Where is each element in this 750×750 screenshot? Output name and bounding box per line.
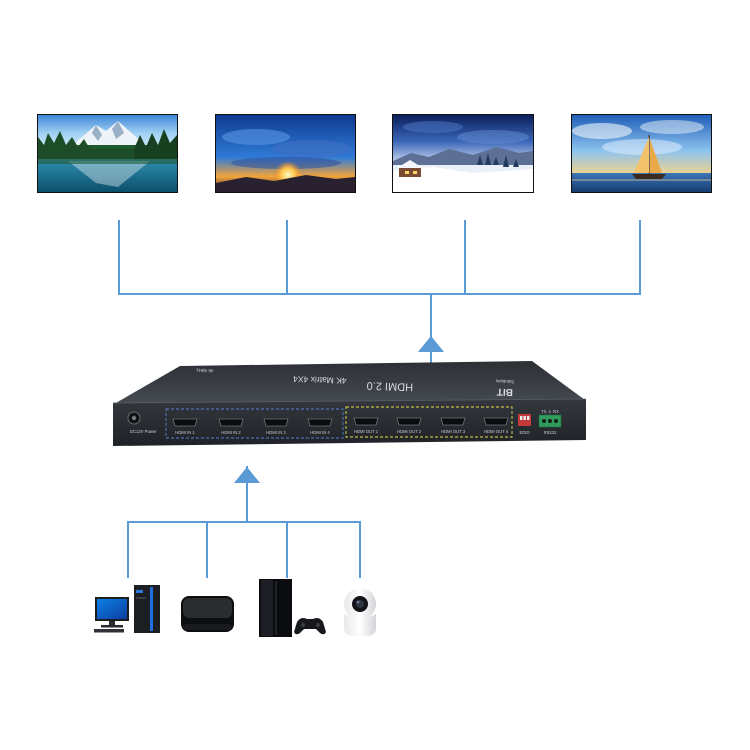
- device-front-panel: [113, 399, 586, 446]
- hdmi-port-icon: [172, 418, 198, 427]
- device-top-panel: [114, 361, 585, 404]
- edid-dip-switch: EDID: [518, 414, 531, 435]
- hdmi-out-3: HDMI OUT 3: [440, 417, 466, 434]
- hdmi-out-4-label: HDMI OUT 4: [484, 429, 509, 434]
- hdmi-port-icon: [218, 418, 244, 427]
- output-port-group: [345, 406, 513, 438]
- device-badge: 4K 60Hz: [195, 368, 213, 374]
- hdmi-port-icon: [263, 418, 289, 427]
- hdmi-out-2-label: HDMI OUT 2: [397, 429, 422, 434]
- hdmi-port-icon: [396, 417, 422, 426]
- brand-subtitle: Solutions: [495, 379, 514, 385]
- display-1: [37, 114, 178, 193]
- display-2: [215, 114, 356, 193]
- hdmi-out-3-label: HDMI OUT 3: [441, 429, 466, 434]
- hdmi-in-3: HDMI IN 3: [263, 418, 289, 435]
- output-arrow: [418, 336, 444, 352]
- hdmi-port-icon: [307, 418, 333, 427]
- hdmi-port-icon: [353, 417, 379, 426]
- hdmi-matrix-switch: HDMI 2.0 4K Matrix 4X4 4K 60Hz BIT Solut…: [112, 361, 587, 446]
- hdmi-in-1: HDMI IN 1: [172, 418, 198, 435]
- hdmi-port-icon: [440, 417, 466, 426]
- hdmi-in-4-label: HDMI IN 4: [310, 430, 330, 435]
- device-title: HDMI 2.0: [366, 379, 413, 393]
- tv-box-icon: [181, 596, 234, 632]
- dc-power-jack: DC12V Power: [127, 411, 157, 434]
- hdmi-out-1: HDMI OUT 1: [353, 417, 379, 434]
- display-3: [392, 114, 534, 193]
- display-4: [571, 114, 712, 193]
- hdmi-out-4: HDMI OUT 4: [483, 417, 509, 434]
- input-port-group: [165, 408, 344, 439]
- snow-landscape-image: [393, 115, 533, 192]
- hdmi-out-1-label: HDMI OUT 1: [354, 429, 379, 434]
- brand-logo: BIT: [497, 386, 513, 398]
- edid-label: EDID: [519, 430, 529, 435]
- device-subtitle: 4K Matrix 4X4: [293, 374, 347, 386]
- hdmi-in-2-label: HDMI IN 2: [221, 430, 241, 435]
- hdmi-in-4: HDMI IN 4: [307, 418, 333, 435]
- sunset-sky-image: [216, 115, 355, 192]
- rs232-pin-label: TX ⏚ RX: [541, 409, 559, 414]
- hdmi-in-2: HDMI IN 2: [218, 418, 244, 435]
- input-arrow: [234, 467, 260, 483]
- power-label: DC12V Power: [130, 429, 157, 434]
- rs232-terminal: TX ⏚ RX RS232: [538, 409, 562, 435]
- hdmi-out-2: HDMI OUT 2: [396, 417, 422, 434]
- hdmi-in-1-label: HDMI IN 1: [175, 430, 195, 435]
- hdmi-port-icon: [483, 417, 509, 426]
- game-console-icon: [259, 579, 326, 637]
- mountain-lake-image: [38, 115, 177, 192]
- rs232-label: RS232: [544, 430, 557, 435]
- desktop-computer-icon: [94, 585, 160, 633]
- hdmi-in-3-label: HDMI IN 3: [266, 430, 286, 435]
- security-camera-icon: [344, 588, 376, 636]
- sailboat-sea-image: [572, 115, 711, 192]
